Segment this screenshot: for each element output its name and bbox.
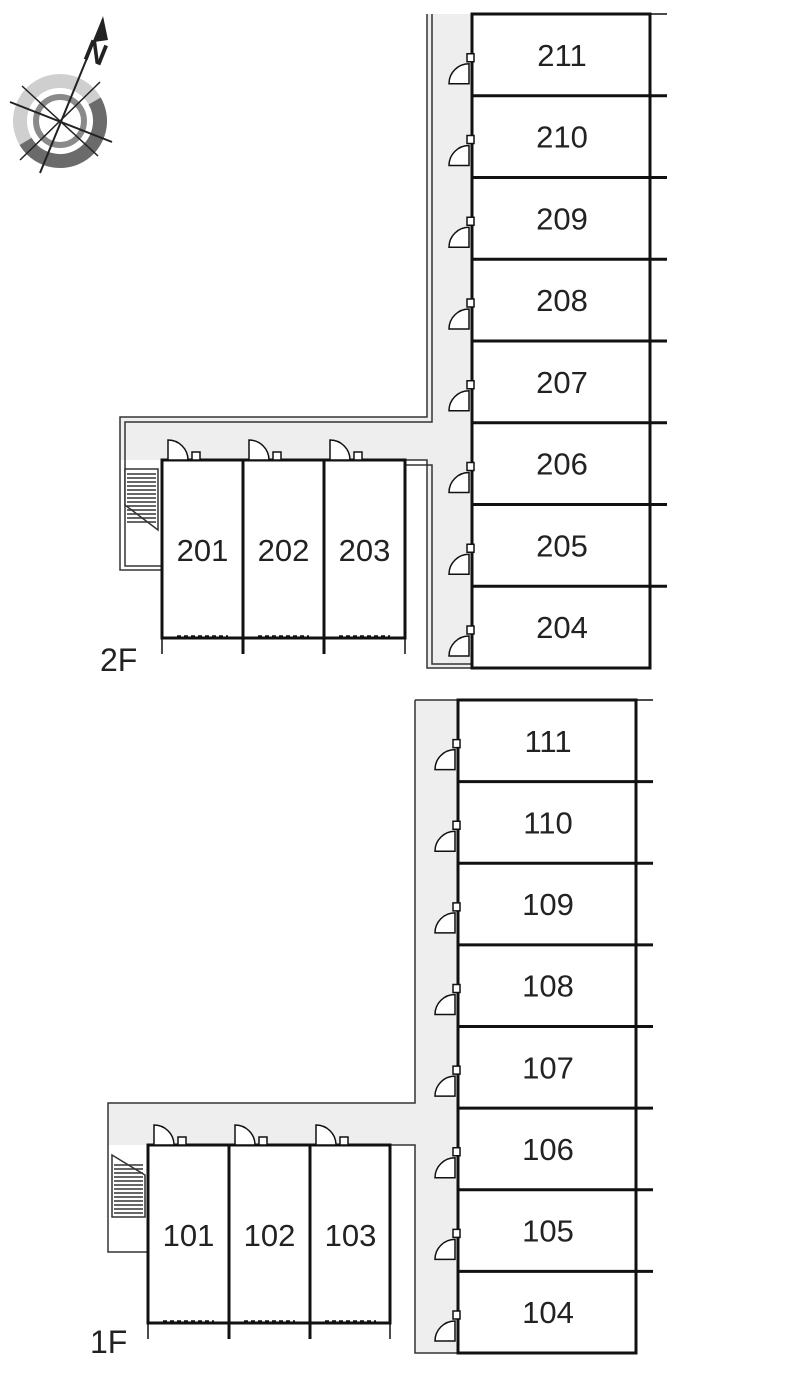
stairs-2f [124, 468, 159, 532]
door-icon [315, 1124, 349, 1146]
room-label-210: 210 [536, 120, 588, 155]
room-label-110: 110 [523, 805, 572, 840]
door-icon [448, 298, 475, 330]
door-icon [434, 820, 461, 852]
room-label-109: 109 [522, 887, 574, 922]
door-icon [448, 134, 475, 167]
door-icon [434, 1065, 461, 1097]
door-icon [448, 625, 475, 657]
door-icon [167, 439, 201, 461]
door-icon [434, 738, 461, 771]
room-label-205: 205 [536, 528, 588, 563]
room-label-104: 104 [522, 1295, 574, 1330]
floor-1f-plan: 111 110 109 108 107 106 105 104 101 102 103 1F [90, 698, 653, 1360]
door-icon [448, 216, 475, 248]
stairs-1f [111, 1153, 146, 1218]
room-label-209: 209 [536, 201, 588, 236]
floor-2f-plan: 211 210 209 208 207 206 205 204 201 202 203 2F [100, 12, 667, 678]
room-label-204: 204 [536, 610, 588, 645]
room-label-108: 108 [522, 969, 574, 1004]
door-icon [248, 439, 282, 461]
room-label-103: 103 [325, 1218, 377, 1253]
door-icon [434, 1228, 461, 1261]
door-icon [234, 1124, 268, 1146]
room-label-111: 111 [524, 724, 571, 759]
room-label-202: 202 [258, 533, 310, 568]
room-label-201: 201 [177, 533, 229, 568]
room-label-208: 208 [536, 283, 588, 318]
room-label-206: 206 [536, 447, 588, 482]
room-label-203: 203 [339, 533, 391, 568]
door-icon [448, 53, 475, 85]
room-label-101: 101 [163, 1218, 215, 1253]
door-icon [153, 1124, 187, 1146]
door-icon [329, 439, 363, 461]
compass-rose-icon: N [9, 16, 113, 174]
room-label-106: 106 [522, 1132, 574, 1167]
room-label-102: 102 [244, 1218, 296, 1253]
door-icon [448, 461, 475, 494]
door-icon [434, 983, 461, 1016]
room-label-107: 107 [522, 1050, 574, 1085]
door-icon [434, 902, 461, 934]
door-icon [434, 1147, 461, 1179]
door-icon [448, 543, 475, 575]
room-label-207: 207 [536, 365, 588, 400]
room-label-105: 105 [522, 1214, 574, 1249]
floor-label-2f: 2F [100, 642, 137, 678]
room-label-211: 211 [537, 38, 586, 73]
floor-label-1f: 1F [90, 1324, 127, 1360]
door-icon [434, 1310, 461, 1342]
door-icon [448, 380, 475, 412]
